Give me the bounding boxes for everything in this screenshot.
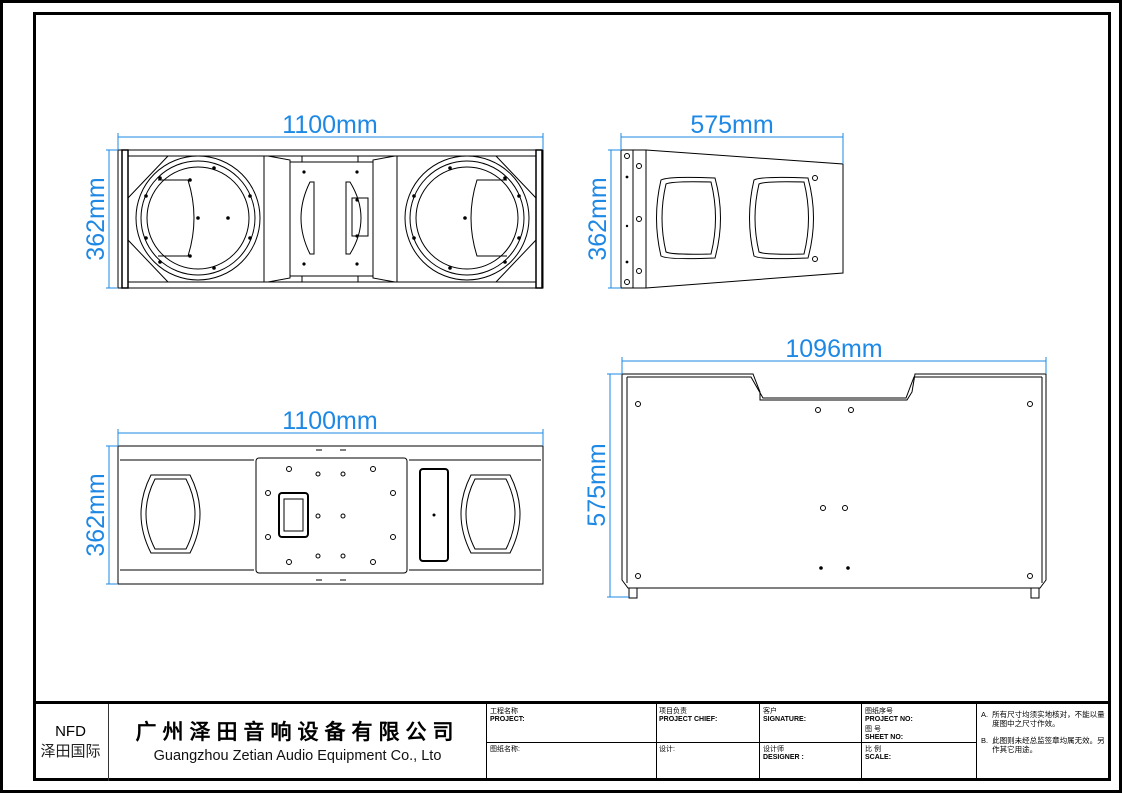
- brand-cn: 泽田国际: [40, 742, 101, 760]
- notes: A. 所有尺寸均须实地核对，不能以量度图中之尺寸作效。 B. 此图则未经总监签章…: [981, 710, 1106, 754]
- company-cell: 广州泽田音响设备有限公司 Guangzhou Zetian Audio Equi…: [109, 704, 487, 781]
- note-b: B. 此图则未经总监签章均属无效。另作其它用途。: [981, 736, 1105, 754]
- field-design: 设计:: [659, 746, 675, 753]
- front-height-label: 362mm: [82, 177, 110, 260]
- field-project-chief: 项目负责 PROJECT CHIEF:: [659, 708, 718, 723]
- grid-divider: [656, 704, 657, 781]
- field-scale: 比 例 SCALE:: [865, 746, 892, 761]
- title-block: NFD 泽田国际 广州泽田音响设备有限公司 Guangzhou Zetian A…: [33, 701, 1111, 781]
- side-view: [620, 149, 844, 289]
- grid-divider: [861, 704, 862, 781]
- company-name-en: Guangzhou Zetian Audio Equipment Co., Lt…: [153, 748, 442, 764]
- field-project-no: 图纸序号 PROJECT NO: 图 号 SHEET NO:: [865, 708, 913, 741]
- grid-divider: [487, 742, 976, 743]
- grid-divider: [759, 704, 760, 781]
- note-a: A. 所有尺寸均须实地核对，不能以量度图中之尺寸作效。: [981, 710, 1105, 728]
- brand-en: NFD: [55, 723, 86, 740]
- front-view: [117, 149, 544, 289]
- front-width-label: 1100mm: [282, 111, 377, 139]
- brand-cell: NFD 泽田国际: [33, 704, 109, 781]
- rear-view: [117, 445, 544, 585]
- company-name-cn: 广州泽田音响设备有限公司: [135, 719, 460, 744]
- top-height-label: 575mm: [583, 443, 611, 526]
- field-drawing-name: 图纸名称:: [490, 746, 520, 753]
- field-project: 工程名称 PROJECT:: [490, 708, 525, 723]
- side-width-label: 575mm: [690, 111, 773, 139]
- sheet-inner-border: [33, 12, 1111, 781]
- field-designer: 设计师 DESIGNER :: [763, 746, 804, 761]
- field-customer: 客户 SIGNATURE:: [763, 708, 807, 723]
- top-width-label: 1096mm: [785, 335, 882, 363]
- side-height-label: 362mm: [584, 177, 612, 260]
- technical-drawing: 1100mm 362mm 575mm 362mm 1100mm 362mm 10…: [82, 111, 1047, 599]
- top-view: [621, 373, 1047, 599]
- rear-width-label: 1100mm: [282, 407, 377, 435]
- grid-divider: [976, 704, 977, 781]
- rear-height-label: 362mm: [82, 473, 110, 556]
